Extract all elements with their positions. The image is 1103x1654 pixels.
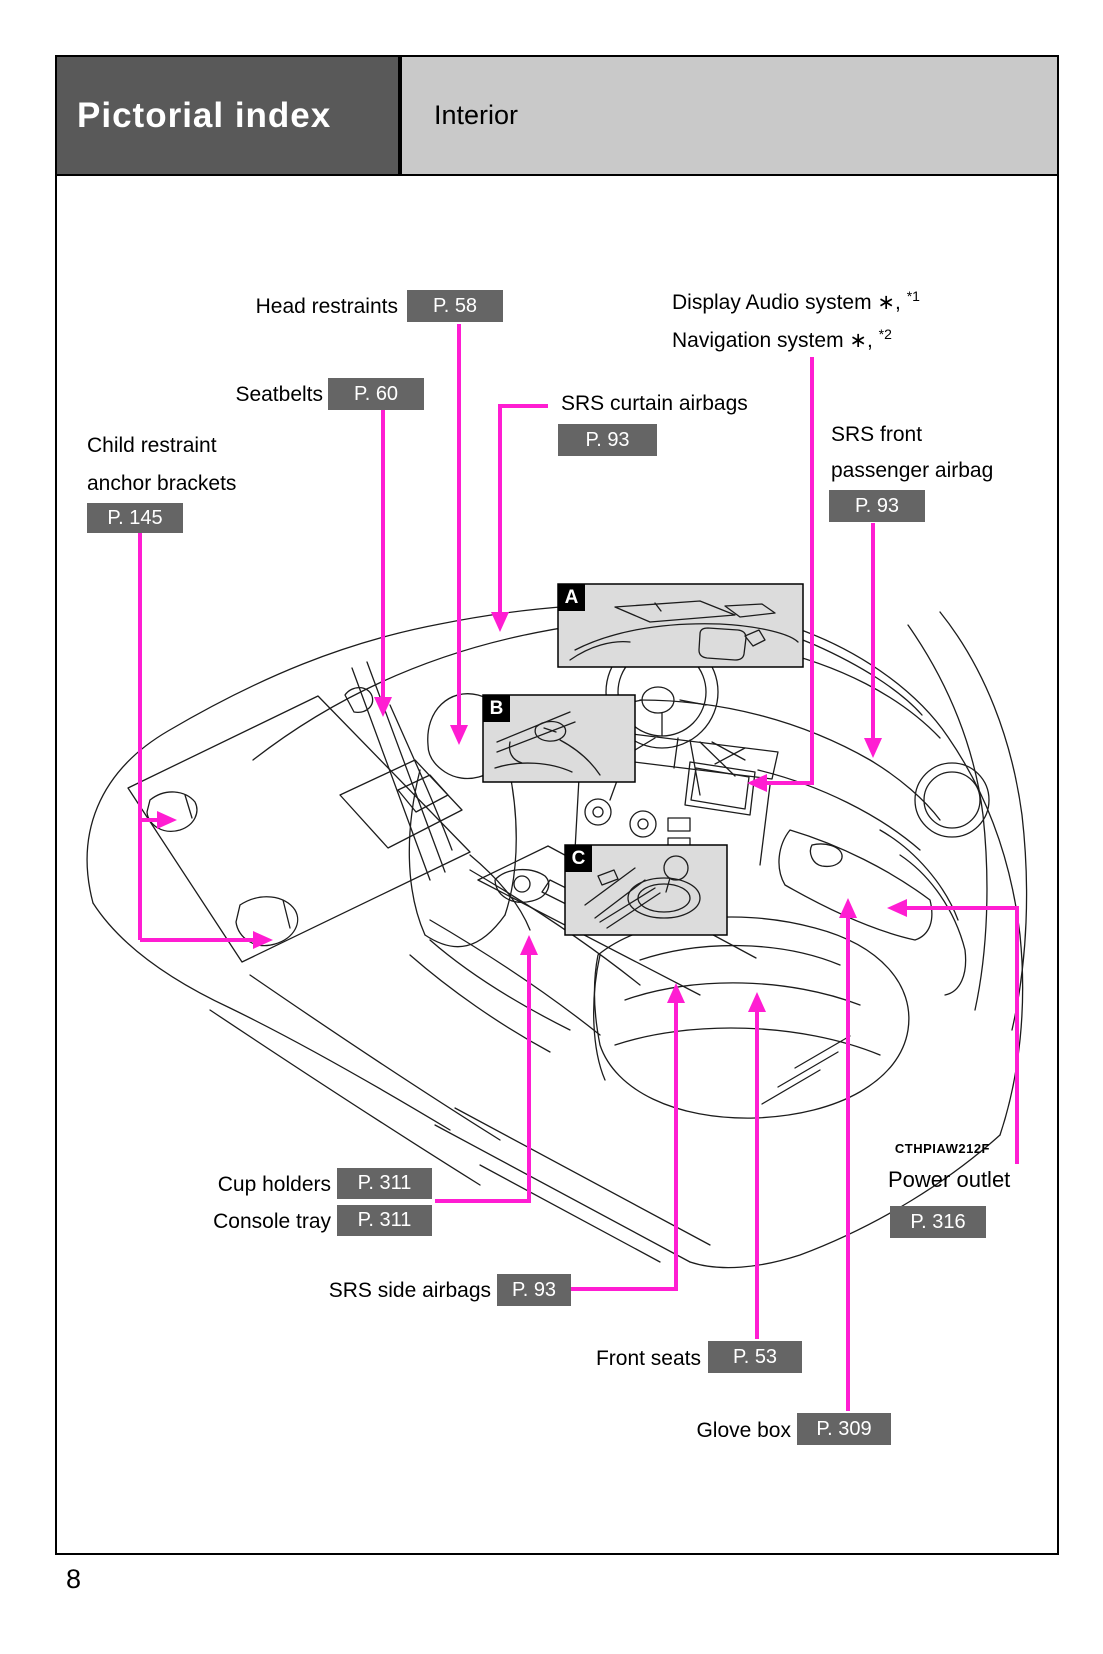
child-restraint-label-line2: anchor brackets [87,472,237,495]
head-restraints-label: Head restraints [255,295,398,318]
power-outlet-arrow [905,906,1019,1164]
seatbelts-label: Seatbelts [235,383,323,406]
header-section-box: Interior [400,55,1059,176]
child-restraint-label-line1: Child restraint [87,434,217,457]
cup-holders-arrow [435,953,531,1203]
display-audio-label: Display Audio system ∗, *1 [672,288,920,315]
figure-code: CTHPIAW212F [894,1141,990,1156]
srs-side-airbags-arrow [571,1001,678,1291]
callout-arrows [138,324,1019,1411]
srs-front-label-line1: SRS front [831,423,923,446]
console-tray-page-badge: P. 311 [337,1205,432,1236]
navigation-label: Navigation system ∗, *2 [672,326,892,353]
page-title: Pictorial index [77,95,332,135]
child-restraint-page-badge: P. 145 [87,503,183,533]
cup-holders-page-badge: P. 311 [337,1168,432,1199]
seatbelts-page-badge: P. 60 [328,378,424,410]
head-restraints-page-badge: P. 58 [407,290,503,322]
cup-holders-label: Cup holders [217,1173,331,1196]
inset-b-tag: B [483,695,510,722]
srs-side-label: SRS side airbags [328,1279,491,1302]
navigation-text: Navigation system ∗, [672,329,879,352]
front-seats-label: Front seats [595,1347,701,1370]
navigation-footnote: *2 [878,326,892,342]
srs-front-page-badge: P. 93 [829,490,925,522]
srs-curtain-label: SRS curtain airbags [561,392,748,415]
srs-curtain-arrow [498,404,548,614]
display-audio-arrow [765,357,814,785]
srs-curtain-page-badge: P. 93 [558,424,657,456]
power-outlet-page-badge: P. 316 [890,1206,986,1238]
power-outlet-label: Power outlet [888,1167,1011,1192]
front-seats-page-badge: P. 53 [708,1341,802,1373]
srs-side-page-badge: P. 93 [497,1274,571,1306]
display-audio-footnote: *1 [906,288,920,304]
inset-c-console-sketch [564,844,728,936]
display-audio-text: Display Audio system ∗, [672,291,907,314]
glove-box-page-badge: P. 309 [797,1413,891,1445]
page-number: 8 [66,1564,82,1594]
console-tray-label: Console tray [213,1210,331,1233]
inset-a-tag: A [558,584,585,611]
srs-front-label-line2: passenger airbag [831,459,994,482]
inset-c-tag: C [565,845,592,872]
glove-box-label: Glove box [696,1419,791,1442]
section-title: Interior [434,100,519,130]
header-title-box: Pictorial index [55,55,400,176]
inset-a-roof-sketch [557,583,804,668]
